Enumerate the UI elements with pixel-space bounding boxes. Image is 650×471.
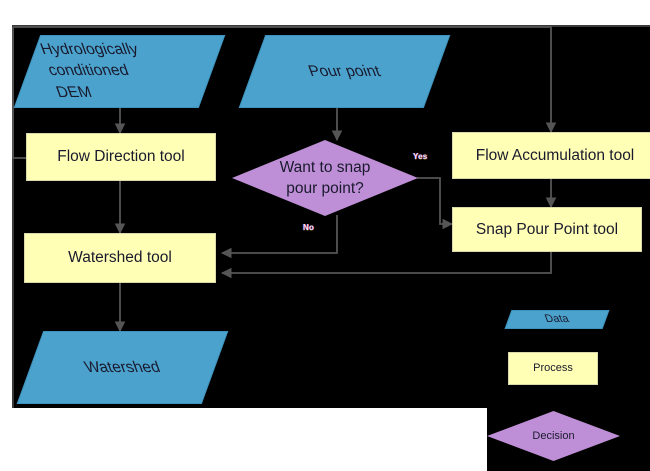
decision-line1: Want to snap [279, 158, 371, 176]
node-label-flow-accumulation-tool: Flow Accumulation tool [475, 146, 635, 164]
node-watershed-tool[interactable]: Watershed tool [24, 233, 216, 283]
legend-item-data: Data [504, 310, 610, 329]
node-flow-accumulation-tool[interactable]: Flow Accumulation tool [452, 132, 650, 179]
node-pour-point[interactable]: Pour point [238, 35, 451, 108]
legend-label-data: Data [543, 313, 571, 326]
node-label-watershed: Watershed [82, 358, 163, 376]
node-label-watershed-tool: Watershed tool [68, 249, 172, 267]
edge-label-yes: Yes [413, 152, 428, 161]
node-label-flow-direction-tool: Flow Direction tool [57, 148, 185, 166]
legend-item-process: Process [508, 352, 598, 385]
node-snap-pour-point-tool[interactable]: Snap Pour Point tool [452, 207, 642, 252]
node-label-snap-pour-point-tool: Snap Pour Point tool [475, 220, 619, 238]
node-flow-direction-tool[interactable]: Flow Direction tool [26, 133, 216, 181]
node-label-hydro-dem: Hydrologically conditioned DEM [15, 39, 223, 103]
edge-label-no: No [303, 223, 315, 232]
legend-label-process: Process [533, 362, 573, 375]
node-label-snap-decision: Want to snap pour point? [232, 157, 418, 200]
node-hydrologically-conditioned-dem[interactable]: Hydrologically conditioned DEM [13, 35, 226, 108]
hydro-dem-line1: Hydrologically [38, 41, 141, 59]
node-snap-decision[interactable]: Want to snap pour point? [232, 140, 418, 216]
legend-item-decision: Decision [487, 411, 620, 461]
legend-label-decision: Decision [532, 429, 575, 442]
decision-line2: pour point? [286, 180, 364, 197]
hydro-dem-line2: conditioned [45, 62, 132, 80]
hydro-dem-line3: DEM [53, 84, 95, 102]
node-label-pour-point: Pour point [305, 62, 383, 80]
node-watershed[interactable]: Watershed [16, 331, 229, 404]
